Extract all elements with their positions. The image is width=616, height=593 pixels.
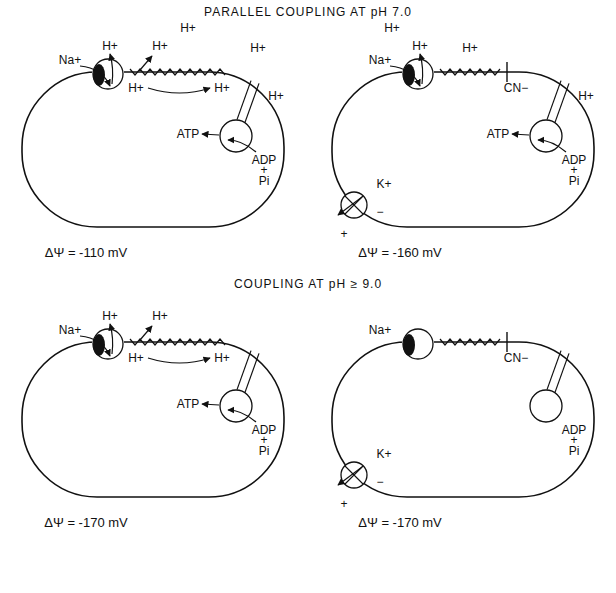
cell-membrane (332, 342, 594, 497)
charge-sign: − (376, 206, 383, 218)
ion-label: H+ (180, 22, 196, 34)
atpase-stalk (245, 83, 259, 122)
section-heading: PARALLEL COUPLING AT pH 7.0 (204, 6, 412, 18)
flow-arrow (140, 326, 152, 340)
ion-label: CN− (504, 352, 528, 364)
flow-arrow (512, 134, 529, 135)
cyanide-block (506, 62, 507, 82)
cell-membrane (22, 72, 284, 227)
ion-label: CN− (504, 82, 528, 94)
flow-arrow (148, 358, 210, 363)
flow-arrow (538, 140, 566, 152)
section-heading: COUPLING AT pH ≥ 9.0 (234, 278, 382, 290)
atpase-stalk (547, 81, 561, 120)
ion-label: H+ (412, 40, 428, 52)
sodium-site (403, 64, 415, 86)
ion-label: H+ (102, 40, 118, 52)
ion-label: Na+ (369, 54, 391, 66)
atpase-stalk (547, 351, 561, 390)
flow-arrow (338, 467, 362, 485)
potassium-channel (341, 192, 367, 218)
flow-arrow (110, 54, 113, 84)
cell-membrane (22, 342, 284, 497)
flow-arrow (140, 56, 152, 70)
ion-label: ATP (177, 128, 199, 140)
potential-value: ΔΨ = -160 mV (358, 246, 442, 259)
ion-label: H+ (102, 310, 118, 322)
ion-label: Na+ (59, 324, 81, 336)
ion-label: H+ (214, 352, 230, 364)
sodium-site (93, 64, 105, 86)
flow-arrow (148, 88, 210, 93)
ion-label: Pi (259, 175, 270, 187)
ion-label: ATP (487, 128, 509, 140)
atpase-head (220, 120, 252, 152)
flow-arrow (338, 197, 362, 215)
flow-arrow (228, 140, 256, 152)
proton-pathway (440, 339, 500, 345)
charge-sign: + (340, 498, 347, 510)
atpase-stalk (245, 353, 259, 392)
ion-label: H+ (214, 82, 230, 94)
ion-label: Pi (569, 175, 580, 187)
ion-label: Pi (259, 445, 270, 457)
atpase-head (530, 390, 562, 422)
ion-label: ATP (177, 398, 199, 410)
proton-pathway (440, 69, 500, 75)
flow-arrow (390, 66, 420, 86)
atpase-head (530, 120, 562, 152)
flow-arrow (202, 134, 219, 135)
cell-membrane (332, 72, 594, 227)
antiporter (403, 329, 433, 359)
potential-value: ΔΨ = -170 mV (358, 516, 442, 529)
ion-label: Pi (569, 445, 580, 457)
proton-pathway (130, 339, 225, 345)
flow-arrow (80, 336, 110, 356)
ion-label: H+ (152, 40, 168, 52)
potential-value: ΔΨ = -110 mV (45, 246, 128, 259)
proton-pathway (130, 69, 225, 75)
charge-sign: − (376, 476, 383, 488)
charge-sign: + (340, 228, 347, 240)
sodium-site (403, 334, 415, 356)
ion-label: K+ (376, 448, 391, 460)
atpase-stalk (555, 353, 569, 392)
atpase-stalk (237, 81, 251, 120)
atpase-head (220, 390, 252, 422)
atpase-stalk (237, 351, 251, 390)
antiporter (93, 59, 123, 89)
ion-label: H+ (152, 310, 168, 322)
ion-label: Na+ (59, 54, 81, 66)
ion-label: Na+ (369, 324, 391, 336)
flow-arrow (110, 324, 113, 354)
ion-label: H+ (268, 90, 284, 102)
ion-label: H+ (250, 42, 266, 54)
antiporter (403, 59, 433, 89)
flow-arrow (228, 410, 256, 422)
ion-label: H+ (462, 42, 478, 54)
sodium-site (93, 334, 105, 356)
potential-value: ΔΨ = -170 mV (44, 516, 128, 529)
ion-label: H+ (128, 82, 144, 94)
flow-arrow (420, 54, 423, 84)
antiporter (93, 329, 123, 359)
ion-label: K+ (376, 178, 391, 190)
flow-arrow (80, 66, 110, 86)
flow-arrow (202, 404, 219, 405)
ion-label: H+ (128, 352, 144, 364)
ion-label: H+ (578, 90, 594, 102)
atpase-stalk (555, 83, 569, 122)
potassium-channel (341, 462, 367, 488)
ion-label: H+ (384, 22, 400, 34)
cyanide-block (506, 332, 507, 352)
